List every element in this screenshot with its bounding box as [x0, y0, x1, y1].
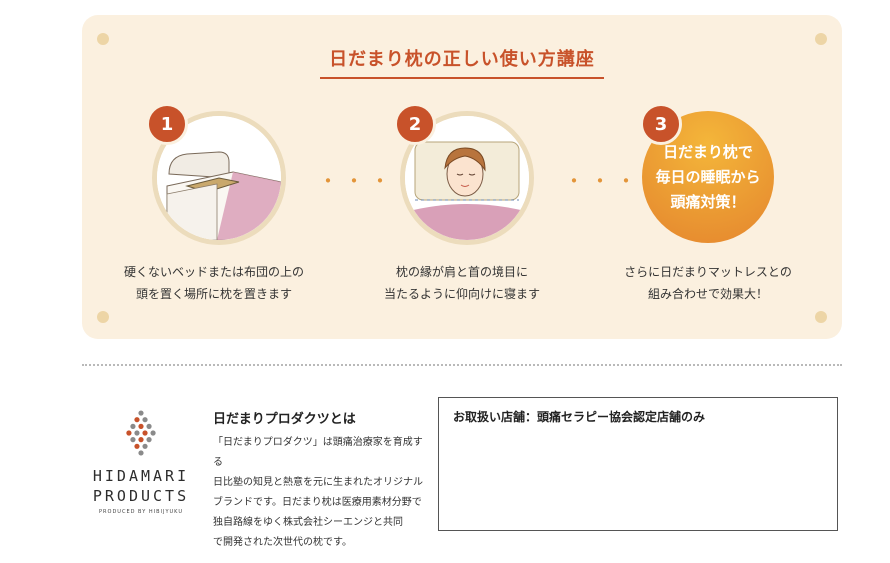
step-3-circle-line2: 毎日の睡眠から: [655, 167, 761, 186]
logo-dot: [138, 423, 144, 429]
logo-dot: [134, 443, 140, 449]
guide-title: 日だまり枕の正しい使い方講座: [329, 49, 595, 70]
store-info-box: お取扱い店舗：頭痛セラピー協会認定店舗のみ: [438, 397, 838, 531]
section-divider: [82, 364, 842, 366]
logo-dot: [138, 410, 144, 416]
logo-dot: [146, 437, 152, 443]
about-line: で開発された次世代の枕です。: [213, 537, 352, 548]
logo-dot: [126, 430, 132, 436]
step-3-number: 3: [640, 103, 682, 145]
about-text: 「日だまりプロダクツ」は頭痛治療家を育成する 日比塾の知見と熱意を元に生まれたオ…: [213, 433, 423, 553]
caption-line: 組み合わせで効果大！: [647, 287, 768, 301]
corner-dot: [97, 311, 109, 323]
logo-dot: [146, 423, 152, 429]
logo-dot: [134, 430, 140, 436]
caption-line: 硬くないベッドまたは布団の上の: [123, 265, 304, 279]
title-underline: [320, 77, 604, 79]
about-line: 独自路線をゆく株式会社シーエンジと共同: [213, 517, 403, 528]
about-line: 日比塾の知見と熱意を元に生まれたオリジナル: [213, 477, 423, 488]
about-heading: 日だまりプロダクツとは: [213, 412, 356, 427]
caption-line: 頭を置く場所に枕を置きます: [135, 287, 292, 301]
logo-dot: [150, 430, 156, 436]
logo-dot: [138, 450, 144, 456]
corner-dot: [815, 33, 827, 45]
usage-guide-panel: 日だまり枕の正しい使い方講座 1 ・・・ 2 ・・・ 日だまり枕で: [82, 15, 842, 339]
logo-dot: [142, 443, 148, 449]
store-label: お取扱い店舗：頭痛セラピー協会認定店舗のみ: [453, 410, 706, 424]
logo-dot: [134, 417, 140, 423]
step-connector-dots: ・・・: [318, 169, 396, 193]
step-1-caption: 硬くないベッドまたは布団の上の 頭を置く場所に枕を置きます: [104, 261, 324, 305]
about-line: 「日だまりプロダクツ」は頭痛治療家を育成する: [213, 437, 423, 468]
step-3-caption: さらに日だまりマットレスとの 組み合わせで効果大！: [598, 261, 818, 305]
step-3-circle-line1: 日だまり枕で: [663, 142, 753, 161]
step-2-number: 2: [394, 103, 436, 145]
step-connector-dots: ・・・: [564, 169, 642, 193]
step-1-number: 1: [146, 103, 188, 145]
logo-wordmark-line1: HIDAMARI: [92, 467, 190, 485]
about-line: ブランドです。日だまり枕は医療用素材分野で: [213, 497, 422, 508]
diamond-dots-logo-icon: [126, 410, 156, 456]
logo-dot: [142, 417, 148, 423]
logo-dot: [138, 437, 144, 443]
logo-dot: [130, 437, 136, 443]
caption-line: さらに日だまりマットレスとの: [624, 265, 792, 279]
logo-dot: [142, 430, 148, 436]
logo-dot: [130, 423, 136, 429]
logo-wordmark-line2: PRODUCTS: [92, 487, 190, 505]
caption-line: 当たるように仰向けに寝ます: [383, 287, 540, 301]
corner-dot: [97, 33, 109, 45]
corner-dot: [815, 311, 827, 323]
step-2-caption: 枕の縁が肩と首の境目に 当たるように仰向けに寝ます: [352, 261, 572, 305]
caption-line: 枕の縁が肩と首の境目に: [395, 265, 528, 279]
step-3-circle-line3: 頭痛対策！: [670, 192, 746, 211]
logo-tagline: PRODUCED BY HIBIJYUKU: [99, 509, 183, 515]
